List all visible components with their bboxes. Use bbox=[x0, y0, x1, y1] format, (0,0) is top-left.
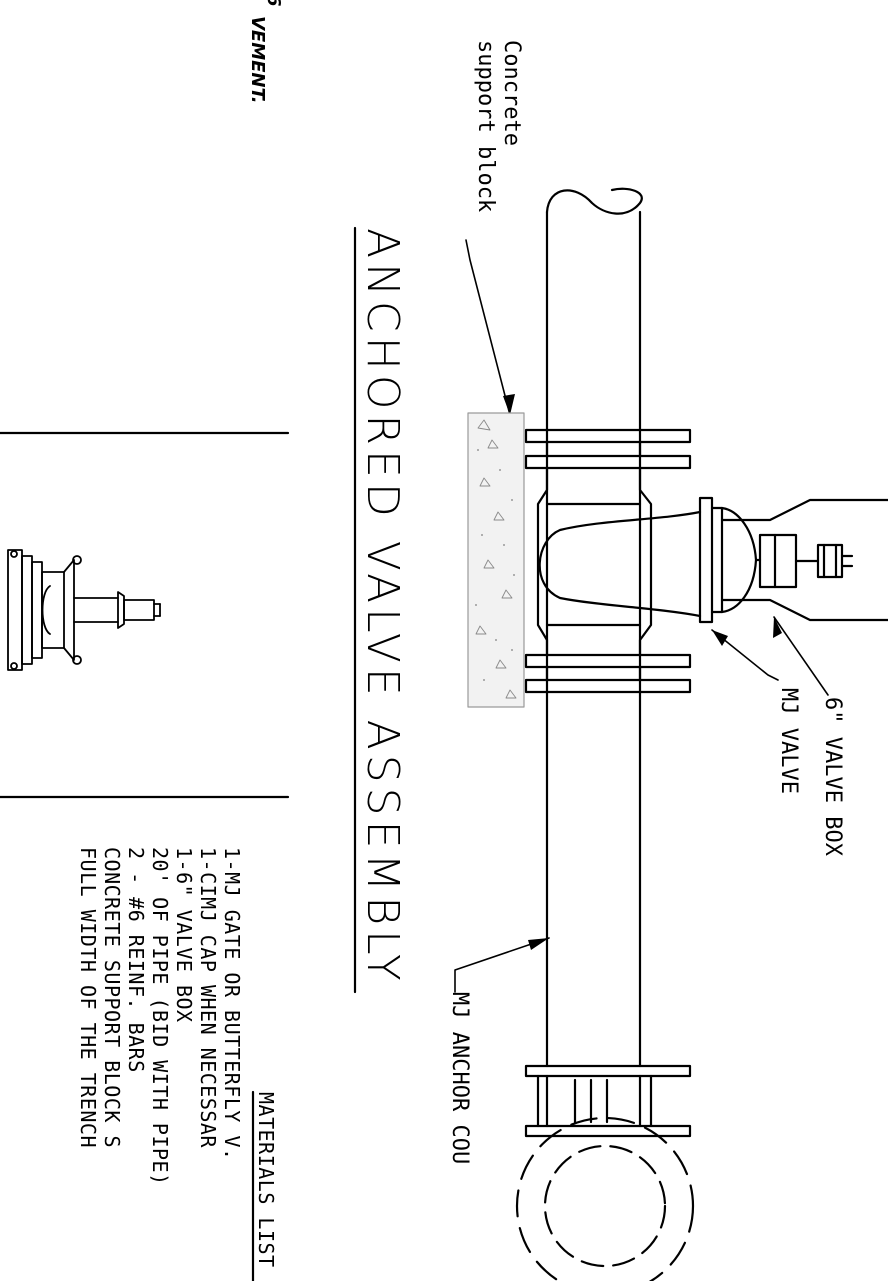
anchor-coupling-label: MJ ANCHOR COU bbox=[447, 992, 472, 1165]
support-block-label-line2: support block bbox=[473, 40, 498, 213]
left-detail-lines bbox=[0, 431, 290, 799]
small-valve-view bbox=[7, 549, 161, 671]
left-fragment-top: 6 bbox=[263, 0, 284, 7]
left-fragment-text: VEMENT. bbox=[247, 16, 268, 104]
materials-heading: MATERIALS LIST bbox=[254, 1092, 278, 1268]
pipe-end-section bbox=[515, 1116, 695, 1285]
materials-item-1: 1-MJ GATE OR BUTTERFLY V. bbox=[220, 847, 244, 1161]
materials-item-7: FULL WIDTH OF THE TRENCH bbox=[76, 847, 100, 1148]
concrete-support-block bbox=[467, 412, 525, 708]
tee-body bbox=[536, 466, 702, 657]
lower-flange bbox=[524, 653, 692, 694]
materials-item-3: 1-6" VALVE BOX bbox=[172, 847, 196, 1023]
drawing-title: ANCHORED VALVE ASSEMBLY bbox=[357, 228, 408, 986]
arrowheads bbox=[503, 394, 782, 950]
valve-box bbox=[720, 498, 888, 622]
mj-valve bbox=[698, 496, 762, 624]
leader-lines bbox=[454, 239, 829, 993]
materials-item-2: 1-CIMJ CAP WHEN NECESSAR bbox=[196, 847, 220, 1148]
materials-item-5: 2 - #6 REINF. BARS bbox=[124, 847, 148, 1073]
main-pipe bbox=[545, 187, 643, 1068]
materials-item-6: CONCRETE SUPPORT BLOCK S bbox=[100, 847, 124, 1148]
upper-flange bbox=[524, 428, 692, 470]
valve-box-label: 6" VALVE BOX bbox=[820, 697, 845, 856]
mj-valve-label: MJ VALVE bbox=[776, 688, 801, 794]
anchor-coupling bbox=[524, 1064, 692, 1138]
materials-item-4: 20' OF PIPE (BID WITH PIPE) bbox=[148, 847, 172, 1186]
support-block-label-line1: Concrete bbox=[499, 40, 524, 146]
